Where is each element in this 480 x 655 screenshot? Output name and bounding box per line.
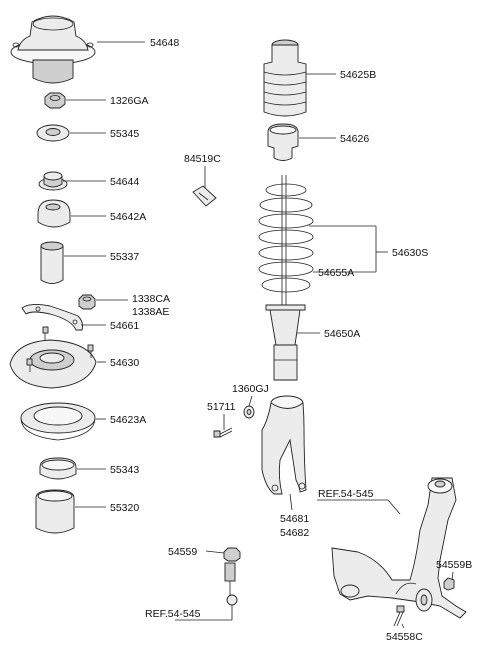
label-54681: 54681 [280, 513, 309, 525]
label-55345: 55345 [110, 128, 139, 140]
part-lower-control-arm [331, 477, 467, 619]
label-54623A: 54623A [110, 414, 146, 426]
part-55343-bumper [39, 457, 77, 480]
leader-lines [63, 41, 454, 629]
part-54661-bracket [21, 303, 83, 331]
label-1326GA: 1326GA [110, 95, 149, 107]
part-54625B-boot [263, 39, 307, 117]
part-54681-fork [261, 395, 307, 495]
part-1360GJ-washer [243, 405, 255, 419]
label-54650A: 54650A [324, 328, 360, 340]
part-55337-spacer [40, 241, 64, 284]
part-strut-assembly [265, 175, 306, 381]
label-54655A: 54655A [318, 267, 354, 279]
part-54644-bushing [38, 171, 68, 191]
label-54682: 54682 [280, 527, 309, 539]
part-labels: 54648 1326GA 55345 54644 54642A 55337 13… [110, 37, 472, 643]
label-51711: 51711 [207, 401, 236, 413]
label-54644: 54644 [110, 176, 139, 188]
part-54630-mount-plate [9, 326, 97, 389]
label-54558C: 54558C [386, 631, 423, 643]
label-54625B: 54625B [340, 69, 376, 81]
part-1338-nut [78, 294, 96, 310]
part-54642A-insulator [37, 199, 71, 228]
label-1338AE: 1338AE [132, 306, 169, 318]
label-1338CA: 1338CA [132, 293, 170, 305]
part-55345-washer [36, 124, 70, 142]
label-54642A: 54642A [110, 211, 146, 223]
part-84519C-clip [192, 185, 217, 207]
label-54559B: 54559B [436, 559, 472, 571]
label-54661: 54661 [110, 320, 139, 332]
part-51711-bolt [213, 427, 233, 438]
part-54558C-bolt [393, 605, 405, 627]
label-ref-arm: REF.54-545 [318, 488, 374, 500]
part-54559-nut [223, 547, 241, 562]
label-54630S: 54630S [392, 247, 428, 259]
label-55320: 55320 [110, 502, 139, 514]
part-54648-mount-cover [10, 15, 96, 84]
part-1326GA-nut [44, 92, 66, 109]
label-54559: 54559 [168, 546, 197, 558]
label-54630: 54630 [110, 357, 139, 369]
label-54626: 54626 [340, 133, 369, 145]
part-54626-bump-stop [267, 123, 299, 161]
part-coil-spring [258, 183, 314, 293]
label-1360GJ: 1360GJ [232, 383, 269, 395]
part-54623A-spring-seat [20, 402, 96, 441]
part-stabilizer-link [224, 562, 238, 606]
label-55337: 55337 [110, 251, 139, 263]
part-55320-dust-cover [35, 489, 75, 534]
part-54559B-nut [443, 577, 455, 591]
label-84519C: 84519C [184, 153, 221, 165]
label-ref-link: REF.54-545 [145, 608, 201, 620]
label-55343: 55343 [110, 464, 139, 476]
label-54648: 54648 [150, 37, 179, 49]
